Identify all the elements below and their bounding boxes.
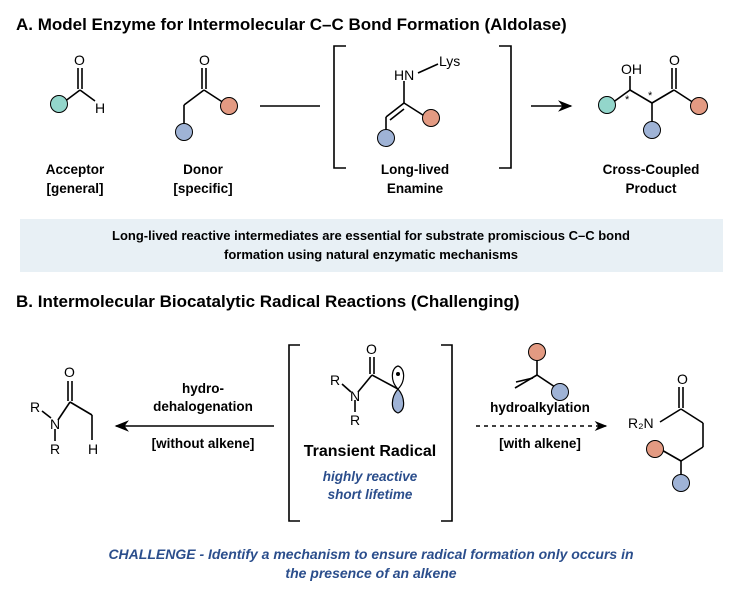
challenge-line-2: the presence of an alkene bbox=[285, 565, 456, 581]
product-orange-group bbox=[690, 97, 708, 115]
hydroalkylation-label: hydroalkylation bbox=[490, 400, 590, 415]
bracket-right-a bbox=[499, 45, 512, 169]
right-product-oxygen: O bbox=[677, 371, 688, 387]
enamine-sublabel: Enamine bbox=[387, 181, 444, 196]
right-product-orange-group bbox=[646, 440, 664, 458]
donor-blue-group bbox=[175, 123, 193, 141]
hydroalkylation-condition: [with alkene] bbox=[499, 436, 581, 451]
info-box bbox=[20, 219, 723, 272]
bracket-left-b bbox=[288, 344, 300, 522]
enamine-hn: HN bbox=[394, 67, 414, 83]
right-product-r2n: R₂N bbox=[628, 415, 654, 431]
left-product-hydrogen: H bbox=[88, 441, 98, 457]
acceptor-teal-group bbox=[50, 95, 68, 113]
left-product-r-bottom: R bbox=[50, 441, 60, 457]
radical-oxygen: O bbox=[366, 341, 377, 357]
left-product-nitrogen: N bbox=[50, 416, 60, 432]
product-hydroxyl: OH bbox=[621, 61, 642, 77]
product-label: Cross-Coupled bbox=[603, 162, 700, 177]
alkene-orange-group bbox=[528, 343, 546, 361]
donor-label: Donor bbox=[183, 162, 223, 177]
enamine-label: Long-lived bbox=[381, 162, 449, 177]
radical-p-orbital-bottom bbox=[391, 388, 405, 414]
transient-radical-structure bbox=[341, 357, 399, 412]
donor-structure bbox=[183, 68, 225, 128]
product-sublabel: Product bbox=[625, 181, 677, 196]
intermediate-note-1: highly reactive bbox=[323, 469, 418, 484]
donor-oxygen: O bbox=[199, 52, 210, 68]
hydrodehalogenation-product-structure bbox=[41, 381, 93, 441]
intermediate-note-2: short lifetime bbox=[328, 487, 413, 502]
acceptor-hydrogen: H bbox=[95, 100, 105, 116]
right-product-blue-group bbox=[672, 474, 690, 492]
radical-electron-dot bbox=[396, 372, 400, 376]
enamine-structure bbox=[385, 63, 439, 135]
hydrodehalogenation-label-2: dehalogenation bbox=[153, 399, 253, 414]
intermediate-name: Transient Radical bbox=[304, 443, 437, 460]
acceptor-sublabel: [general] bbox=[46, 181, 103, 196]
hydrodehalogenation-condition: [without alkene] bbox=[152, 436, 255, 451]
enamine-lys: Lys bbox=[439, 53, 460, 69]
section-a-title: A. Model Enzyme for Intermolecular C–C B… bbox=[16, 15, 567, 34]
acceptor-oxygen: O bbox=[74, 52, 85, 68]
enamine-blue-group bbox=[377, 129, 395, 147]
info-box-line-2: formation using natural enzymatic mechan… bbox=[224, 247, 518, 262]
radical-p-orbital-top bbox=[391, 365, 405, 390]
product-oxygen: O bbox=[669, 52, 680, 68]
radical-nitrogen: N bbox=[350, 388, 360, 404]
donor-orange-group bbox=[220, 97, 238, 115]
bracket-left-a bbox=[333, 45, 346, 169]
acceptor-label: Acceptor bbox=[46, 162, 105, 177]
product-stereo-star-2: * bbox=[648, 90, 653, 102]
bracket-right-b bbox=[441, 344, 453, 522]
product-blue-group bbox=[643, 121, 661, 139]
hydrodehalogenation-label-1: hydro- bbox=[182, 381, 224, 396]
product-stereo-star-1: * bbox=[625, 94, 630, 106]
challenge-line-1: CHALLENGE - Identify a mechanism to ensu… bbox=[108, 546, 633, 562]
product-teal-group bbox=[598, 96, 616, 114]
radical-r-bottom: R bbox=[350, 412, 360, 428]
hydroalkylation-product-structure bbox=[659, 387, 704, 478]
radical-r-top: R bbox=[330, 372, 340, 388]
info-box-line-1: Long-lived reactive intermediates are es… bbox=[112, 228, 630, 243]
alkene-blue-group bbox=[551, 383, 569, 401]
acceptor-structure bbox=[63, 68, 96, 103]
section-b-title: B. Intermolecular Biocatalytic Radical R… bbox=[16, 292, 520, 311]
donor-sublabel: [specific] bbox=[173, 181, 232, 196]
alkene-reagent-structure bbox=[514, 357, 556, 389]
left-product-oxygen: O bbox=[64, 364, 75, 380]
product-structure bbox=[611, 68, 695, 124]
left-product-r-top: R bbox=[30, 399, 40, 415]
enamine-orange-group bbox=[422, 109, 440, 127]
